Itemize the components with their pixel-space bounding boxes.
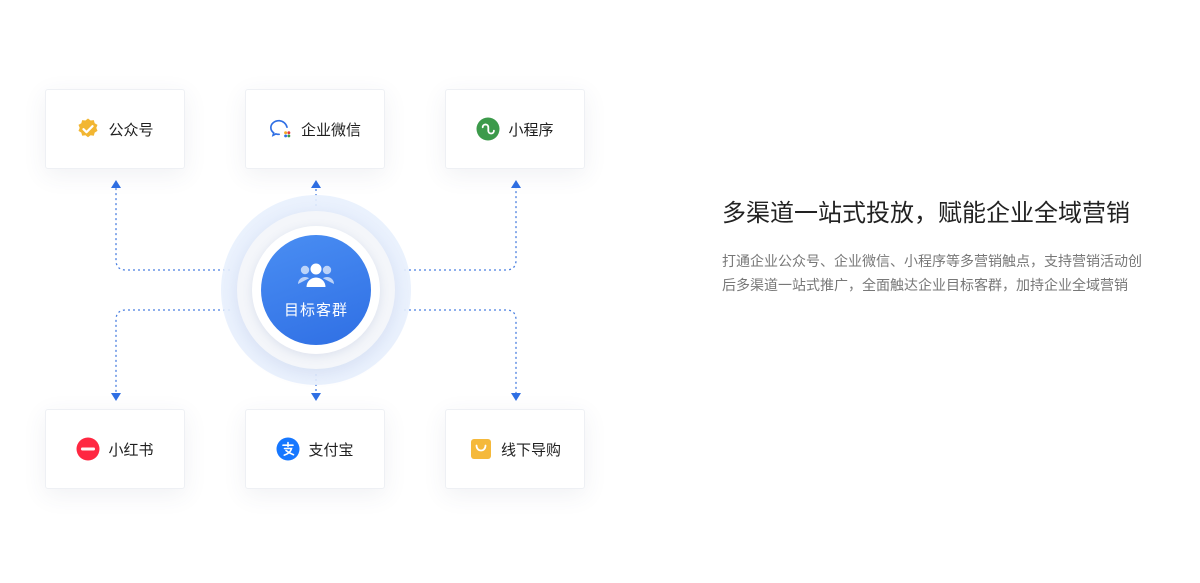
users-icon xyxy=(297,261,335,293)
feature-text: 多渠道一站式投放，赋能企业全域营销 打通企业公众号、企业微信、小程序等多营销触点… xyxy=(722,193,1200,298)
connector-mini-program xyxy=(404,188,517,271)
connector-wechat-official xyxy=(115,188,230,271)
connector-xiaohongshu xyxy=(115,309,230,394)
arrow-up xyxy=(311,180,321,188)
alipay-icon xyxy=(276,437,300,461)
connector-offline xyxy=(404,309,517,394)
arrow-down xyxy=(311,393,321,401)
channel-label: 线下导购 xyxy=(500,440,561,459)
channel-label: 支付宝 xyxy=(308,440,354,459)
hub-label: 目标客群 xyxy=(283,300,348,319)
channel-label: 小红书 xyxy=(108,440,154,459)
channel-label: 公众号 xyxy=(108,120,154,139)
connector-lines xyxy=(111,180,521,401)
channel-card-wecom: 企业微信 xyxy=(245,89,385,169)
description-line: 打通企业公众号、企业微信、小程序等多营销触点，支持营销活动创 xyxy=(722,254,1142,270)
channel-card-mini-program: 小程序 xyxy=(445,89,585,169)
verified-badge-icon xyxy=(76,117,100,141)
feature-headline: 多渠道一站式投放，赋能企业全域营销 xyxy=(722,199,1130,227)
arrow-down xyxy=(111,393,121,401)
arrow-up xyxy=(111,180,121,188)
feature-description: 打通企业公众号、企业微信、小程序等多营销触点，支持营销活动创 后多渠道一站式推广… xyxy=(722,250,1200,298)
description-line: 后多渠道一站式推广，全面触达企业目标客群，加持企业全域营销 xyxy=(722,278,1128,294)
mini-program-icon xyxy=(476,117,500,141)
channel-card-offline: 线下导购 xyxy=(445,409,585,489)
arrow-up xyxy=(511,180,521,188)
channel-diagram: 公众号 企业微信 小程序 xyxy=(45,89,585,489)
wecom-icon xyxy=(269,117,293,141)
channel-card-alipay: 支付宝 xyxy=(245,409,385,489)
channel-card-wechat-official: 公众号 xyxy=(45,89,185,169)
shopping-bag-icon xyxy=(469,437,493,461)
xiaohongshu-icon xyxy=(76,437,100,461)
target-audience-hub: 目标客群 xyxy=(261,235,371,345)
channel-label: 小程序 xyxy=(508,120,554,139)
channel-label: 企业微信 xyxy=(300,120,361,139)
channel-card-xiaohongshu: 小红书 xyxy=(45,409,185,489)
arrow-down xyxy=(511,393,521,401)
